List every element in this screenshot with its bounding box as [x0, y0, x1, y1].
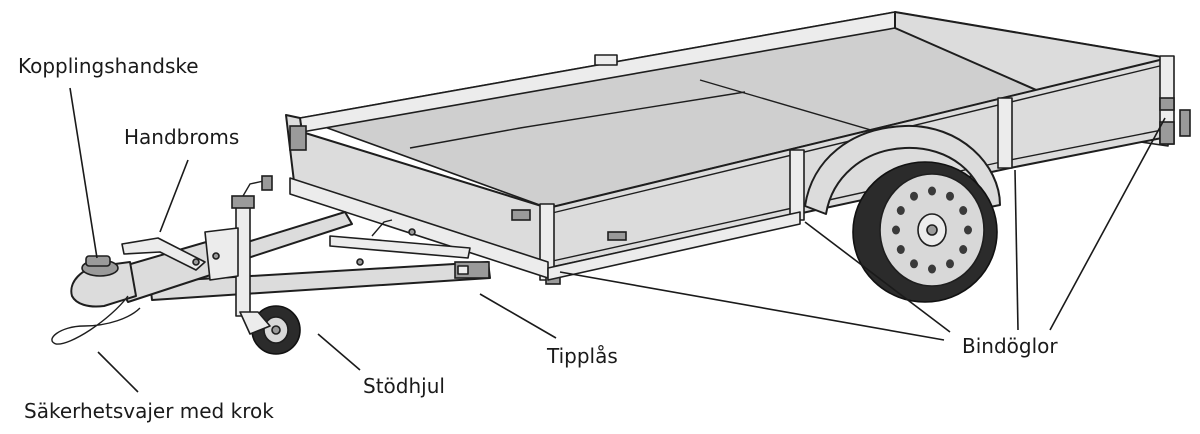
rim-hole: [959, 206, 968, 215]
rim-hole: [910, 259, 918, 269]
side-stake-1: [789, 149, 805, 221]
rim-holes: [892, 186, 972, 274]
label-stodhjul: Stödhjul: [363, 374, 445, 398]
axle-wheel: [804, 124, 1001, 303]
rim-hole: [892, 225, 900, 235]
leader-bindoglor-1: [559, 271, 945, 341]
handbrake-lever: [121, 237, 206, 271]
leader-bindoglor-4: [1049, 117, 1166, 331]
side-stake-2: [997, 97, 1013, 169]
rim-hole: [928, 264, 936, 274]
rim-hole: [959, 245, 968, 254]
safety-cable: [51, 295, 141, 345]
leader-kopplingshandske: [69, 87, 98, 259]
rim-hole: [964, 225, 972, 235]
rim-hole: [896, 206, 905, 215]
leader-lines: [69, 87, 1166, 393]
rim-hole: [946, 191, 954, 201]
label-sakerhetsvajer: Säkerhetsvajer med krok: [24, 399, 274, 423]
leader-bindoglor-2: [804, 221, 951, 333]
leader-sakerhetsvajer: [97, 351, 139, 393]
leader-tipplas: [479, 293, 557, 339]
rim-hole: [896, 245, 905, 254]
rim-hole: [946, 259, 954, 269]
rim-hole: [928, 186, 936, 196]
leader-handbroms: [159, 159, 189, 233]
label-tipplas: Tipplås: [547, 344, 618, 368]
fender: [804, 124, 1001, 215]
chassis: [51, 175, 801, 355]
label-kopplingshandske: Kopplingshandske: [18, 54, 199, 78]
label-handbroms: Handbroms: [124, 125, 240, 149]
rim-hole: [910, 191, 918, 201]
label-bindoglor: Bindöglor: [962, 334, 1058, 358]
leader-stodhjul: [317, 333, 361, 371]
leader-bindoglor-3: [1014, 169, 1019, 331]
